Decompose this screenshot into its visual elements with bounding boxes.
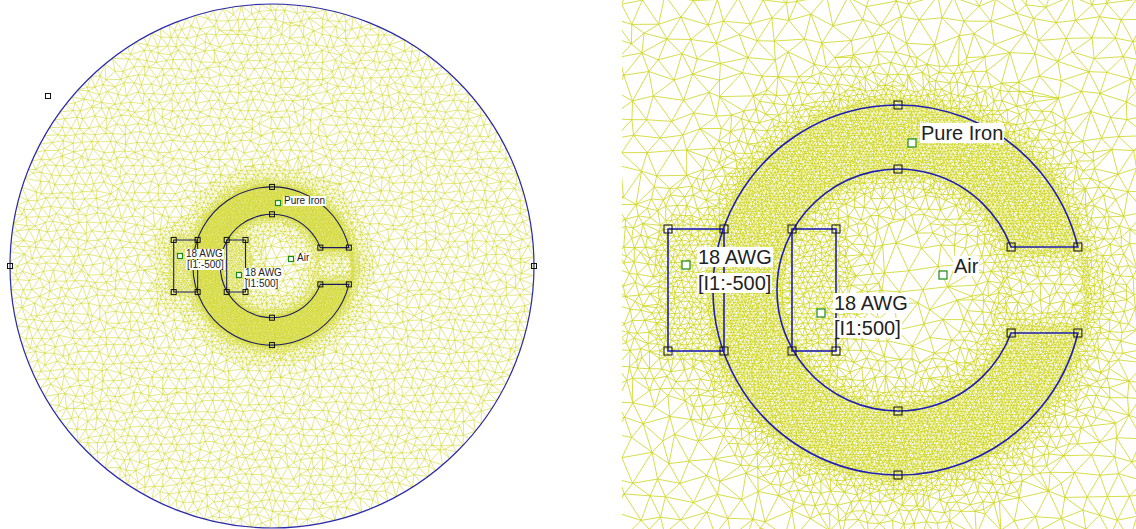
vertex-square bbox=[318, 245, 323, 250]
vertex-square bbox=[720, 225, 728, 233]
vertex-square bbox=[894, 471, 902, 479]
block-label: 18 AWG bbox=[185, 249, 224, 259]
mesh-right bbox=[622, 0, 1136, 529]
block-label: [I1:-500] bbox=[186, 260, 225, 270]
vertex-square bbox=[195, 237, 200, 242]
vertex-square bbox=[270, 315, 275, 320]
block-marker bbox=[682, 261, 690, 269]
vertex-square bbox=[720, 347, 728, 355]
vertex-square bbox=[224, 237, 229, 242]
vertex-square bbox=[788, 347, 796, 355]
mesh-left bbox=[10, 4, 534, 528]
block-marker bbox=[178, 254, 183, 259]
block-label: 18 AWG bbox=[833, 293, 909, 313]
vertex-square bbox=[46, 94, 51, 99]
block-marker bbox=[276, 201, 281, 206]
block-label: Air bbox=[953, 256, 979, 276]
vertex-square bbox=[894, 101, 902, 109]
vertex-square bbox=[243, 290, 248, 295]
block-marker bbox=[237, 273, 242, 278]
vertex-square bbox=[318, 282, 323, 287]
vertex-square bbox=[171, 237, 176, 242]
vertex-square bbox=[270, 212, 275, 217]
block-label: Air bbox=[296, 253, 310, 263]
block-marker bbox=[817, 309, 825, 317]
block-label: [I1:500] bbox=[244, 279, 279, 289]
vertex-square bbox=[1074, 329, 1082, 337]
vertex-square bbox=[1074, 243, 1082, 251]
block-markers bbox=[178, 139, 948, 317]
vertex-square bbox=[171, 290, 176, 295]
vertex-square bbox=[832, 225, 840, 233]
mesh-lines bbox=[622, 0, 1136, 529]
vertex-square bbox=[224, 290, 229, 295]
vertex-square bbox=[270, 184, 275, 189]
vertex-square bbox=[346, 282, 351, 287]
vertex-square bbox=[1007, 329, 1015, 337]
vertex-square bbox=[270, 343, 275, 348]
vertex-square bbox=[195, 290, 200, 295]
vertex-square bbox=[532, 264, 537, 269]
vertex-square bbox=[832, 347, 840, 355]
block-label: 18 AWG bbox=[244, 268, 283, 278]
vertex-square bbox=[664, 225, 672, 233]
block-label: Pure Iron bbox=[920, 123, 1004, 143]
vertex-square bbox=[243, 237, 248, 242]
block-label: Pure Iron bbox=[283, 196, 326, 206]
coil-outline bbox=[227, 240, 246, 292]
block-marker bbox=[939, 271, 947, 279]
vertex-square bbox=[1007, 243, 1015, 251]
coil-outline bbox=[792, 229, 836, 351]
vertex-square bbox=[346, 245, 351, 250]
block-marker bbox=[289, 257, 294, 262]
block-marker bbox=[908, 139, 916, 147]
block-label: [I1:500] bbox=[833, 318, 902, 338]
block-label: 18 AWG bbox=[697, 247, 773, 267]
vertex-square bbox=[664, 347, 672, 355]
boundary-circle bbox=[10, 4, 534, 528]
core-right bbox=[668, 105, 1078, 475]
vertex-square bbox=[788, 225, 796, 233]
vertex-markers bbox=[8, 94, 1082, 480]
vertex-square bbox=[8, 264, 13, 269]
block-label: [I1:-500] bbox=[697, 273, 772, 293]
vertex-square bbox=[894, 407, 902, 415]
core-left bbox=[174, 187, 349, 345]
mesh-lines bbox=[10, 4, 534, 528]
vertex-square bbox=[894, 165, 902, 173]
